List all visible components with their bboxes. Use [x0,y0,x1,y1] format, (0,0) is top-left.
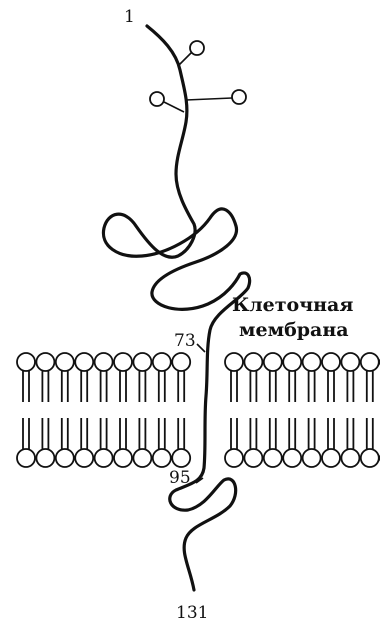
residue-95-tick [195,477,204,484]
glycan-3 [149,91,165,107]
glycan-stem-3 [163,101,185,113]
lipid-head-left-9-inner [171,448,192,468]
lipid-head-right-7-outer [340,352,361,372]
membrane-label-line1: Клеточная [232,294,353,316]
n-terminus-label: 1 [124,7,135,27]
lipid-head-left-1-inner [16,448,36,468]
lipid-head-right-1-outer [224,352,244,372]
lipid-head-right-8-outer [359,352,380,372]
lipid-head-left-2-inner [35,448,56,468]
lipid-head-right-6-inner [321,448,341,468]
glycan-1 [189,40,205,56]
lipid-head-left-6-inner [113,448,133,468]
lipid-head-left-2-outer [35,352,56,372]
glycan-stem-1 [177,51,193,67]
lipid-head-right-8-inner [359,448,380,468]
lipid-head-right-4-inner [282,448,303,468]
lipid-head-left-3-inner [54,448,75,468]
glycan-stem-2 [185,97,233,101]
membrane-label-line2: мембрана [239,319,349,341]
lipid-head-right-6-outer [321,352,341,372]
lipid-head-right-1-inner [224,448,244,468]
glycan-group [149,40,247,113]
glycan-2 [231,89,247,105]
polypeptide-chain [101,24,252,592]
lipid-head-left-3-outer [54,352,75,372]
lipid-head-left-1-outer [16,352,36,372]
lipid-head-left-7-outer [132,352,153,372]
lipid-head-right-5-outer [301,352,322,372]
residue-95-label: 95 [169,468,191,488]
lipid-head-right-2-outer [243,352,264,372]
lipid-head-left-6-outer [113,352,133,372]
lipid-head-right-3-inner [262,448,283,468]
lipid-head-left-7-inner [132,448,153,468]
residue-73-tick [196,343,206,353]
lipid-head-left-4-outer [74,352,95,372]
lipid-head-right-4-outer [282,352,303,372]
lipid-head-right-2-inner [243,448,264,468]
lipid-head-left-5-outer [93,352,114,372]
residue-73-label: 73 [174,331,196,351]
lipid-head-left-8-outer [151,352,172,372]
lipid-head-right-5-inner [301,448,322,468]
c-terminus-label: 131 [176,603,208,622]
lipid-head-left-9-outer [171,352,192,372]
lipid-head-left-5-inner [93,448,114,468]
lipid-head-left-8-inner [151,448,172,468]
lipid-head-right-7-inner [340,448,361,468]
membrane-left-block [16,352,192,468]
membrane-right-block [224,352,380,468]
lipid-head-right-3-outer [262,352,283,372]
lipid-head-left-4-inner [74,448,95,468]
